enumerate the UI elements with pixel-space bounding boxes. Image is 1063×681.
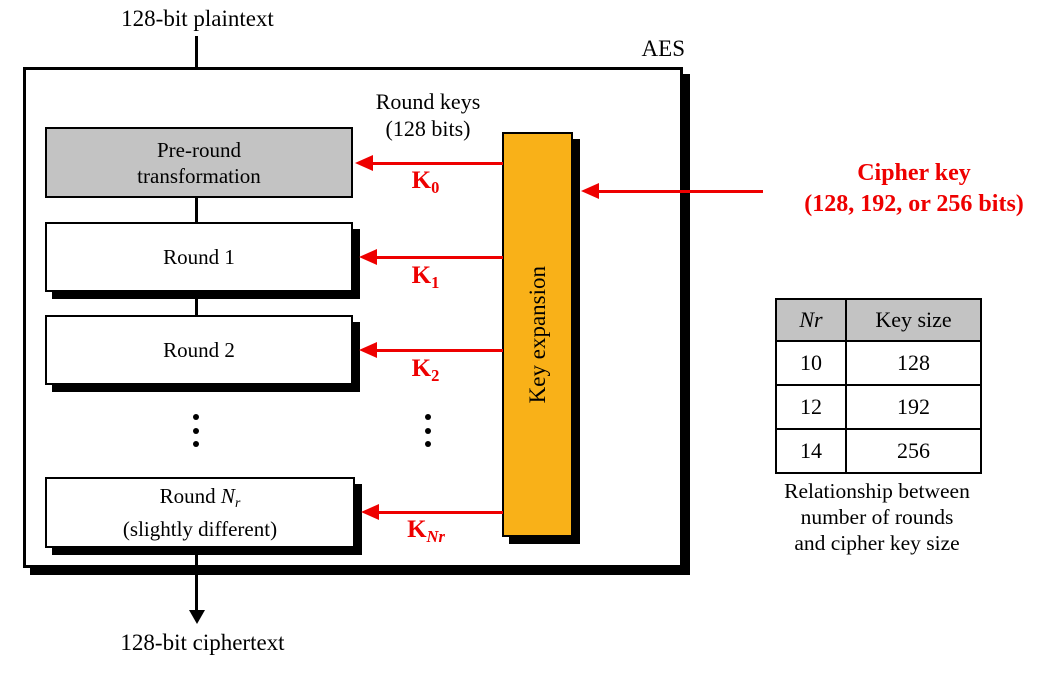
k0-sub: 0 [431, 177, 440, 197]
cipher-key-arrowhead-icon [581, 182, 599, 199]
cipher-key-arrow-line [599, 189, 763, 193]
rounds-ellipsis-dots [193, 414, 199, 447]
k0-arrowhead-icon [355, 154, 373, 171]
table-caption-line2: number of rounds [800, 505, 954, 529]
table-cell-keysize: 192 [845, 384, 982, 430]
dot [425, 441, 431, 447]
round-nr-n: N [220, 483, 235, 508]
k1-arrow-line [377, 255, 503, 259]
round-keys-label-line1: Round keys [375, 89, 481, 114]
round-nr-line1: Round Nr [160, 483, 241, 516]
plaintext-label: 128-bit plaintext [121, 6, 274, 31]
aes-label: AES [641, 36, 685, 61]
round-keys-label: Round keys (128 bits) [358, 88, 498, 142]
k1-arrowhead-icon [359, 248, 377, 265]
table-row: 14 256 [775, 428, 982, 474]
rounds-keysize-table: Nr Key size 10 128 12 192 14 256 [775, 298, 982, 474]
table-cell-keysize: 256 [845, 428, 982, 474]
k2-label: K2 [393, 355, 458, 386]
k1-label: K1 [393, 262, 458, 293]
k2-base: K [411, 355, 432, 382]
round-nr-prefix: Round [159, 483, 221, 508]
round2-box: Round 2 [45, 315, 353, 385]
k2-arrow-line [377, 348, 503, 352]
knr-sub: Nr [426, 526, 445, 546]
knr-base: K [407, 516, 427, 543]
k2-sub: 2 [431, 365, 440, 385]
dot [193, 441, 199, 447]
dot [193, 427, 199, 434]
k2-arrowhead-icon [359, 341, 377, 358]
keys-ellipsis-dots [425, 414, 431, 447]
k1-base: K [411, 262, 432, 289]
key-expansion-label: Key expansion [524, 265, 550, 404]
round-nr-r-sub: r [234, 495, 241, 511]
table-header-nr: Nr [775, 298, 847, 342]
table-cell-nr: 14 [775, 428, 847, 474]
table-caption: Relationship between number of rounds an… [746, 478, 1008, 556]
table-cell-nr: 10 [775, 340, 847, 386]
ciphertext-arrow-line [194, 546, 198, 612]
knr-arrow-line [379, 510, 503, 514]
dot [193, 414, 199, 420]
k1-sub: 1 [431, 272, 440, 292]
round2-label: Round 2 [163, 338, 235, 362]
round-keys-label-line2: (128 bits) [385, 116, 471, 141]
ciphertext-arrowhead-icon [188, 610, 205, 624]
knr-arrowhead-icon [361, 503, 379, 520]
table-caption-line3: and cipher key size [794, 531, 960, 555]
dot [425, 427, 431, 434]
pre-round-transformation-box: Pre-round transformation [45, 127, 353, 198]
dot [425, 414, 431, 420]
cipher-key-line2: (128, 192, or 256 bits) [804, 191, 1024, 217]
k0-label: K0 [393, 167, 458, 198]
round1-label: Round 1 [163, 245, 235, 269]
cipher-key-line1: Cipher key [857, 160, 971, 186]
k0-arrow-line [372, 161, 503, 165]
table-header-row: Nr Key size [775, 298, 982, 342]
pre-round-line1: Pre-round [157, 137, 241, 162]
connector-round1-round2 [194, 290, 198, 317]
connector-preround-round1 [194, 196, 198, 224]
knr-label: KNr [390, 516, 462, 547]
table-cell-nr: 12 [775, 384, 847, 430]
pre-round-line2: transformation [137, 163, 261, 188]
cipher-key-label: Cipher key (128, 192, or 256 bits) [778, 158, 1050, 220]
table-cell-keysize: 128 [845, 340, 982, 386]
round-nr-box: Round Nr (slightly different) [45, 477, 355, 548]
round-nr-line2: (slightly different) [122, 517, 278, 542]
table-row: 12 192 [775, 384, 982, 430]
ciphertext-label: 128-bit ciphertext [120, 630, 285, 655]
table-header-keysize: Key size [845, 298, 982, 342]
table-row: 10 128 [775, 340, 982, 386]
round1-box: Round 1 [45, 222, 353, 292]
table-caption-line1: Relationship between [784, 479, 970, 503]
k0-base: K [411, 167, 432, 194]
key-expansion-box: Key expansion [502, 132, 573, 537]
